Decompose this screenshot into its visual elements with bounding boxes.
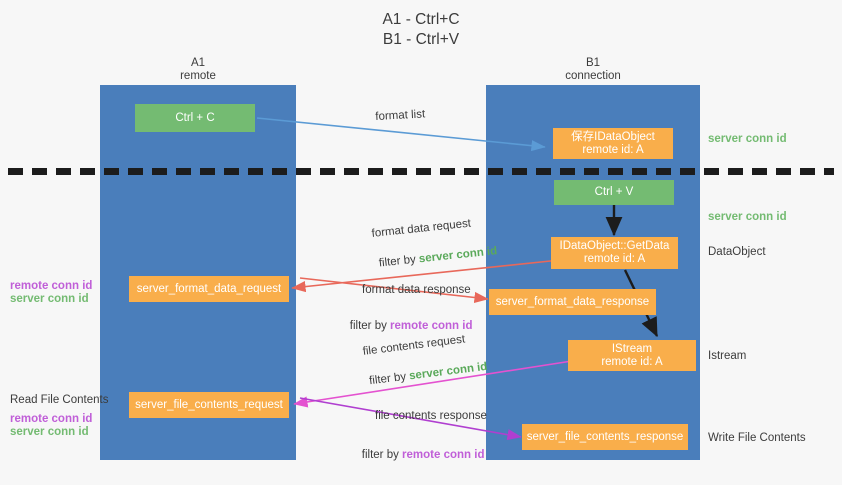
label-write-file-contents: Write File Contents bbox=[708, 432, 806, 444]
box-save-idataobject[interactable]: 保存IDataObject remote id: A bbox=[553, 128, 673, 159]
arrow-format-list bbox=[256, 117, 546, 152]
box-ctrl-c[interactable]: Ctrl + C bbox=[135, 104, 255, 132]
filter-prefix-2: filter by bbox=[349, 320, 391, 332]
edge-label-format-data-response-filter: filter by remote conn id bbox=[337, 305, 473, 347]
label-remote-conn-id-2: remote conn id bbox=[10, 413, 93, 425]
box-server-format-data-response[interactable]: server_format_data_response bbox=[489, 289, 656, 315]
arrow-format-data-response bbox=[299, 277, 489, 304]
filter-prefix-3: filter by bbox=[368, 370, 410, 388]
lane-a1-role: remote bbox=[180, 70, 216, 82]
edge-label-file-contents-response: file contents response bbox=[375, 410, 487, 422]
box-idataobject-getdata-line1: IDataObject::GetData bbox=[559, 240, 670, 252]
lane-a1-name: A1 bbox=[190, 57, 206, 69]
label-server-conn-id-top: server conn id bbox=[708, 133, 787, 145]
arrow-format-data-request bbox=[291, 259, 561, 293]
label-server-conn-id-mid: server conn id bbox=[708, 211, 787, 223]
box-server-file-contents-response[interactable]: server_file_contents_response bbox=[522, 424, 688, 450]
arrow-file-contents-response bbox=[299, 397, 522, 441]
box-istream-line1: IStream bbox=[611, 342, 653, 355]
filter-prefix-4: filter by bbox=[361, 449, 403, 461]
lane-header-b1: B1 connection bbox=[486, 57, 700, 83]
title-line-2: B1 - Ctrl+V bbox=[382, 31, 460, 48]
box-save-idataobject-line2: remote id: A bbox=[582, 143, 644, 156]
label-read-file-contents: Read File Contents bbox=[10, 394, 109, 406]
lane-b1-name: B1 bbox=[585, 57, 601, 69]
lane-b1-role: connection bbox=[565, 70, 621, 82]
box-server-format-data-response-label: server_format_data_response bbox=[495, 295, 650, 308]
phase-divider bbox=[8, 168, 834, 175]
box-server-format-data-request[interactable]: server_format_data_request bbox=[129, 276, 289, 302]
box-server-file-contents-request[interactable]: server_file_contents_request bbox=[129, 392, 289, 418]
edge-label-file-contents-response-filter: filter by remote conn id bbox=[349, 434, 485, 476]
filter-value-2: remote conn id bbox=[390, 320, 473, 332]
edge-label-format-list: format list bbox=[375, 108, 426, 123]
box-ctrl-c-label: Ctrl + C bbox=[175, 111, 215, 124]
page-title: A1 - Ctrl+C B1 - Ctrl+V bbox=[0, 10, 842, 50]
label-data-object: DataObject bbox=[708, 246, 766, 258]
box-save-idataobject-line1: 保存IDataObject bbox=[571, 130, 655, 143]
label-server-conn-id-2: server conn id bbox=[10, 426, 89, 438]
box-ctrl-v[interactable]: Ctrl + V bbox=[554, 180, 674, 205]
box-server-format-data-request-label: server_format_data_request bbox=[136, 282, 282, 295]
box-ctrl-v-label: Ctrl + V bbox=[594, 186, 634, 198]
box-idataobject-getdata-line2: remote id: A bbox=[583, 253, 646, 265]
label-server-conn-id-1: server conn id bbox=[10, 293, 89, 305]
box-istream-line2: remote id: A bbox=[601, 355, 663, 368]
label-remote-conn-id-1: remote conn id bbox=[10, 280, 93, 292]
box-istream[interactable]: IStream remote id: A bbox=[568, 340, 696, 371]
filter-value-1: server conn id bbox=[418, 245, 498, 266]
title-line-1: A1 - Ctrl+C bbox=[382, 11, 460, 28]
box-server-file-contents-request-label: server_file_contents_request bbox=[135, 398, 283, 411]
filter-value-3: server conn id bbox=[408, 360, 488, 383]
edge-label-format-data-response: format data response bbox=[362, 284, 471, 296]
label-istream: Istream bbox=[708, 350, 747, 362]
box-idataobject-getdata[interactable]: IDataObject::GetData remote id: A bbox=[551, 237, 678, 269]
lane-header-a1: A1 remote bbox=[100, 57, 296, 83]
filter-prefix-1: filter by bbox=[378, 253, 420, 270]
box-server-file-contents-response-label: server_file_contents_response bbox=[526, 430, 684, 443]
arrow-file-contents-request bbox=[293, 360, 573, 408]
filter-value-4: remote conn id bbox=[402, 449, 485, 461]
